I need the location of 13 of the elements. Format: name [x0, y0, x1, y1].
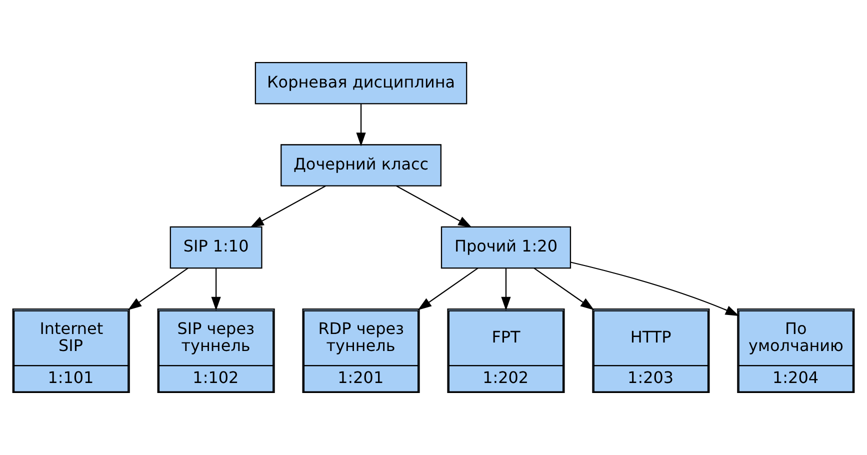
arrow [418, 268, 478, 310]
node-box: Корневая дисциплина [254, 62, 468, 104]
node-box: SIP 1:10 [170, 226, 262, 269]
arrow [356, 104, 366, 146]
arrow [501, 268, 511, 311]
arrow [211, 268, 221, 311]
node-box: Прочий 1:20 [440, 226, 572, 269]
node-box: Дочерний класс [280, 144, 442, 186]
arrow [534, 268, 594, 310]
arrow [570, 262, 740, 316]
arrow [396, 185, 472, 228]
arrow [128, 268, 188, 310]
arrow [250, 185, 326, 228]
